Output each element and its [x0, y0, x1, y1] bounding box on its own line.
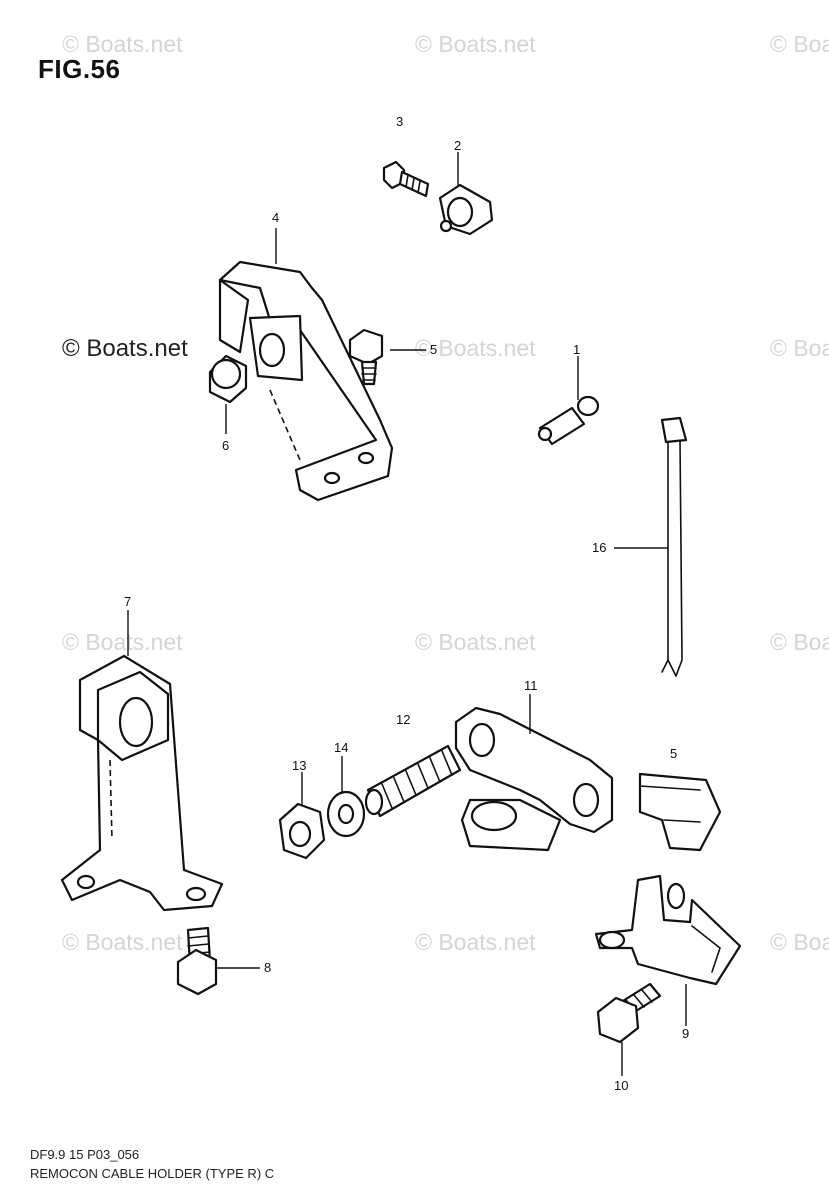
callout-8: 8 — [264, 960, 271, 975]
watermark: © Boats.net — [415, 335, 536, 361]
callout-14: 14 — [334, 740, 348, 755]
callout-1: 1 — [573, 342, 580, 357]
part-6-grommet — [208, 354, 248, 404]
callout-2: 2 — [454, 138, 461, 153]
callout-11: 11 — [524, 678, 538, 693]
callout-13: 13 — [292, 758, 306, 773]
part-1-joint — [537, 395, 600, 446]
callout-5-lower: 5 — [670, 746, 677, 761]
part-8-bolt — [176, 926, 218, 996]
watermark: © Boats.net — [415, 31, 536, 57]
part-10-bolt — [596, 982, 662, 1044]
footer-caption: REMOCON CABLE HOLDER (TYPE R) C — [30, 1166, 275, 1181]
part-16-cable-tie — [660, 416, 688, 677]
watermark-dark: © Boats.net — [62, 335, 188, 362]
callout-12: 12 — [396, 712, 410, 727]
part-5-clip-lower — [638, 772, 722, 852]
part-4-bracket — [218, 260, 394, 502]
callout-3: 3 — [396, 114, 403, 129]
callout-16: 16 — [592, 540, 606, 555]
part-5-bolt-upper — [348, 328, 384, 386]
figure-title: FIG.56 — [38, 54, 121, 84]
part-2-clamp — [438, 183, 494, 236]
footer-code: DF9.9 15 P03_056 — [30, 1147, 140, 1162]
part-3-bolt — [382, 160, 430, 198]
watermark: © Boats.net — [62, 629, 183, 655]
callout-10: 10 — [614, 1078, 628, 1093]
callout-7: 7 — [124, 594, 131, 609]
watermark: © Boats.net — [62, 31, 183, 57]
watermark: © Boats.net — [770, 929, 829, 955]
part-7-bracket — [60, 654, 224, 912]
watermark: © Boats.net — [62, 929, 183, 955]
callout-4: 4 — [272, 210, 279, 225]
part-11-plate — [454, 706, 614, 852]
watermark: © Boats.net — [770, 629, 829, 655]
callout-5-upper: 5 — [430, 342, 437, 357]
callout-9: 9 — [682, 1026, 689, 1041]
watermark: © Boats.net — [415, 929, 536, 955]
part-12-threaded-bolt — [364, 744, 462, 818]
leader-lines — [127, 152, 687, 1076]
watermark: © Boats.net — [770, 335, 829, 361]
watermarks: © Boats.net © Boats.net © Boats.net © Bo… — [62, 31, 829, 955]
part-14-washer — [326, 790, 366, 838]
watermark: © Boats.net — [770, 31, 829, 57]
watermark: © Boats.net — [415, 629, 536, 655]
callout-6: 6 — [222, 438, 229, 453]
part-13-nut — [278, 802, 326, 860]
callouts: 3 2 4 5 6 1 16 7 12 11 14 13 5 8 9 10 — [124, 114, 689, 1093]
part-9-bracket — [594, 874, 742, 986]
